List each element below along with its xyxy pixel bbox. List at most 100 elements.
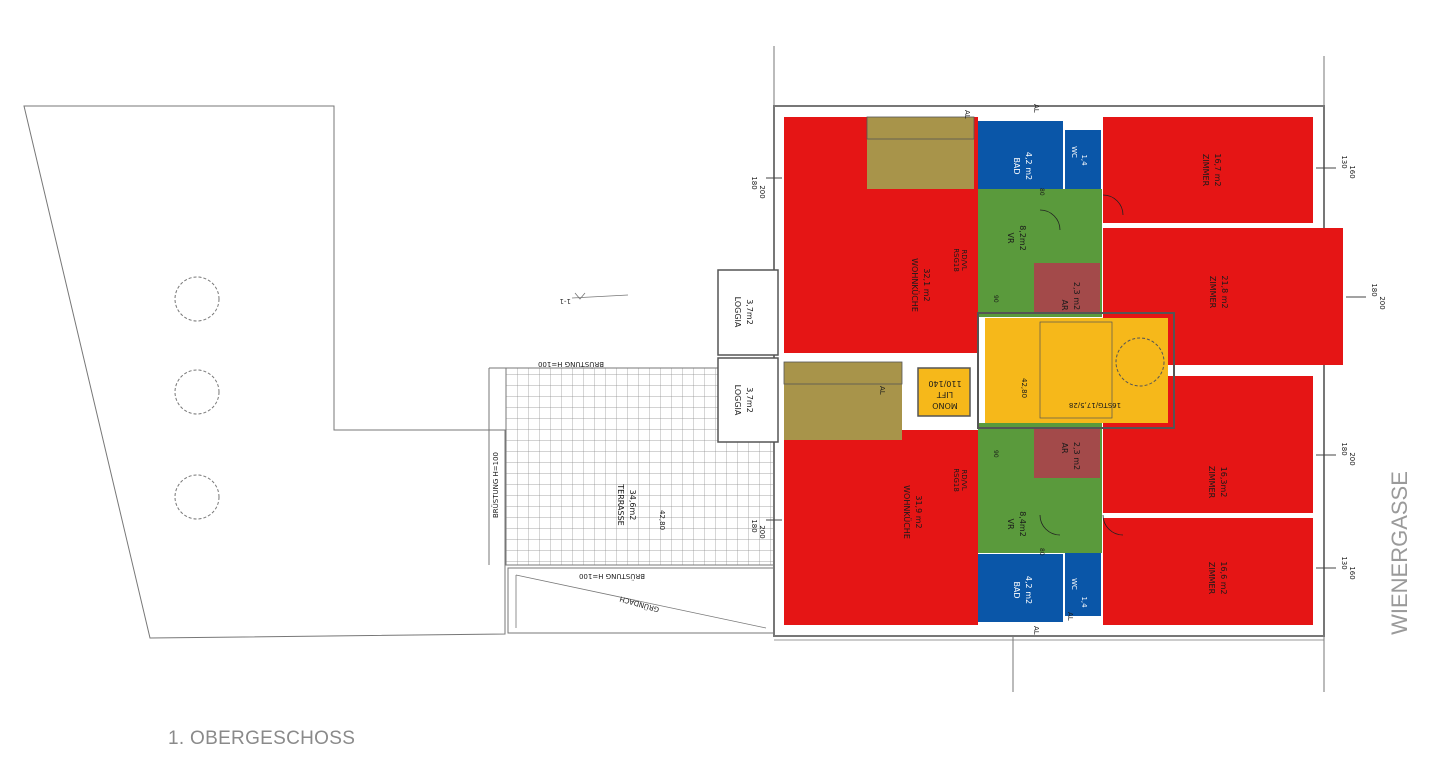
label-ar-top: AR [1060, 299, 1069, 310]
dim-label: 130 [1340, 155, 1348, 168]
door-dim: 90 [992, 295, 999, 303]
loggia-top [717, 269, 779, 356]
bath-top [978, 121, 1063, 189]
al-label: AL [1032, 626, 1040, 635]
area-bad-top: 4,2 m2 [1024, 152, 1033, 180]
area-bad-bottom: 4,2 m2 [1024, 576, 1033, 604]
al-label: AL [1066, 612, 1074, 621]
lift-label-1: MONO [932, 401, 957, 410]
room-wohnkueche-bottom [784, 430, 978, 625]
tree-symbol [174, 276, 220, 322]
door-swing [1102, 514, 1124, 536]
label-vr-bottom: VR [1006, 518, 1015, 529]
stair-label: 16STG/17,5/28 [1069, 401, 1121, 409]
dim-label: 160 [1348, 566, 1356, 579]
label-zimmer-4: ZIMMER [1207, 562, 1216, 595]
wc-top [1065, 130, 1101, 200]
window-marks [766, 167, 1366, 569]
rd-top-2: RSG18 [952, 248, 960, 272]
storage-top [1034, 263, 1100, 313]
label-bad-top: BAD [1012, 157, 1021, 174]
label-wc-top: WC [1070, 146, 1078, 158]
label-loggia-top: LOGGIA [733, 297, 742, 328]
area-vr-bottom: 8,4m2 [1018, 511, 1027, 537]
dim-label: 130 [1340, 556, 1348, 569]
stair-treads [1039, 321, 1113, 419]
lift [917, 367, 971, 417]
dim-label: 200 [758, 185, 766, 198]
label-zimmer-1: ZIMMER [1201, 154, 1210, 187]
stair-landing [1115, 337, 1165, 387]
door-swing [1102, 194, 1124, 216]
area-zimmer-3: 16,3m2 [1219, 467, 1228, 498]
al-label: AL [1032, 104, 1040, 113]
level-stair: 42,80 [1020, 378, 1028, 398]
courtyard-outline [23, 105, 506, 639]
bruestung-top: BRÜSTUNG H=100 [538, 360, 604, 369]
dim-label: 200 [758, 525, 766, 538]
label-zimmer-2: ZIMMER [1208, 276, 1217, 309]
dim-label: 200 [1378, 296, 1386, 309]
area-loggia-bottom: 3,7m2 [745, 387, 754, 413]
door-dim: 80 [1038, 548, 1045, 556]
tree-symbol [174, 474, 220, 520]
street-name: WIENERGASSE [1386, 471, 1412, 635]
area-zimmer-2: 21,8 m2 [1220, 275, 1229, 308]
bruestung-vertical: BRÜSTUNG H=100 [491, 452, 500, 518]
dim-label: 200 [1348, 452, 1356, 465]
al-label: AL [878, 386, 886, 395]
area-zimmer-1: 16,7 m2 [1213, 153, 1222, 186]
label-loggia-bottom: LOGGIA [733, 385, 742, 416]
label-terrasse: TERRASSE [616, 483, 625, 525]
kitchen-counter-bottom [783, 361, 903, 385]
room-zimmer-1 [1103, 117, 1313, 223]
door-dim: 80 [1038, 188, 1045, 196]
dim-label: 180 [750, 176, 758, 189]
kitchen-top [867, 117, 974, 189]
rd-top: RD/VL [960, 249, 968, 270]
area-wohnkueche-top: 32,1 m2 [922, 268, 931, 301]
area-wc-bottom: 1,4 [1080, 596, 1088, 608]
dim-label: 180 [1340, 442, 1348, 455]
bruestung-bottom: BRÜSTUNG H=100 [579, 572, 645, 581]
tree-symbol [174, 369, 220, 415]
wc-bottom [1065, 546, 1101, 616]
label-bad-bottom: BAD [1012, 581, 1021, 598]
storage-bottom [1034, 428, 1100, 478]
scale-mark-label: 1-1 [560, 297, 571, 305]
gruendach-label: GRÜNDACH [618, 594, 660, 614]
stair-outline [977, 312, 1175, 429]
area-terrasse: 34,6m2 [628, 490, 637, 521]
label-wohnkueche-bottom: WOHNKÜCHE [902, 485, 912, 539]
kitchen-bottom [784, 362, 902, 440]
stair-core [985, 318, 1168, 423]
area-ar-bottom: 2,3 m2 [1072, 442, 1081, 470]
label-vr-top: VR [1006, 232, 1015, 243]
lift-label-3: 110/140 [928, 379, 961, 388]
door-swing [1039, 514, 1061, 536]
area-vr-top: 8,2m2 [1018, 225, 1027, 251]
door-swing [1039, 209, 1061, 231]
room-zimmer-4 [1103, 518, 1313, 625]
label-wc-bottom: WC [1070, 578, 1078, 590]
floor-label: 1. OBERGESCHOSS [168, 728, 356, 749]
dim-label: 180 [750, 519, 758, 532]
label-ar-bottom: AR [1060, 442, 1069, 453]
bath-bottom [978, 554, 1063, 622]
dim-label: 160 [1348, 165, 1356, 178]
label-wohnkueche-top: WOHNKÜCHE [910, 258, 920, 312]
lift-label-2: LIFT [937, 390, 953, 399]
door-dim: 90 [992, 450, 999, 458]
area-zimmer-4: 16,6 m2 [1219, 561, 1228, 594]
kitchen-counter-top [866, 116, 975, 140]
area-wohnkueche-bottom: 31,9 m2 [914, 495, 923, 528]
area-loggia-top: 3,7m2 [745, 299, 754, 325]
level-terrace: 42,80 [658, 510, 666, 530]
loggia-bottom [717, 357, 779, 443]
area-ar-top: 2,3 m2 [1072, 282, 1081, 310]
area-wc-top: 1,4 [1080, 154, 1088, 166]
rd-bottom: RD/VL [960, 469, 968, 490]
rd-bottom-2: RSG18 [952, 468, 960, 492]
label-zimmer-3: ZIMMER [1207, 466, 1216, 499]
